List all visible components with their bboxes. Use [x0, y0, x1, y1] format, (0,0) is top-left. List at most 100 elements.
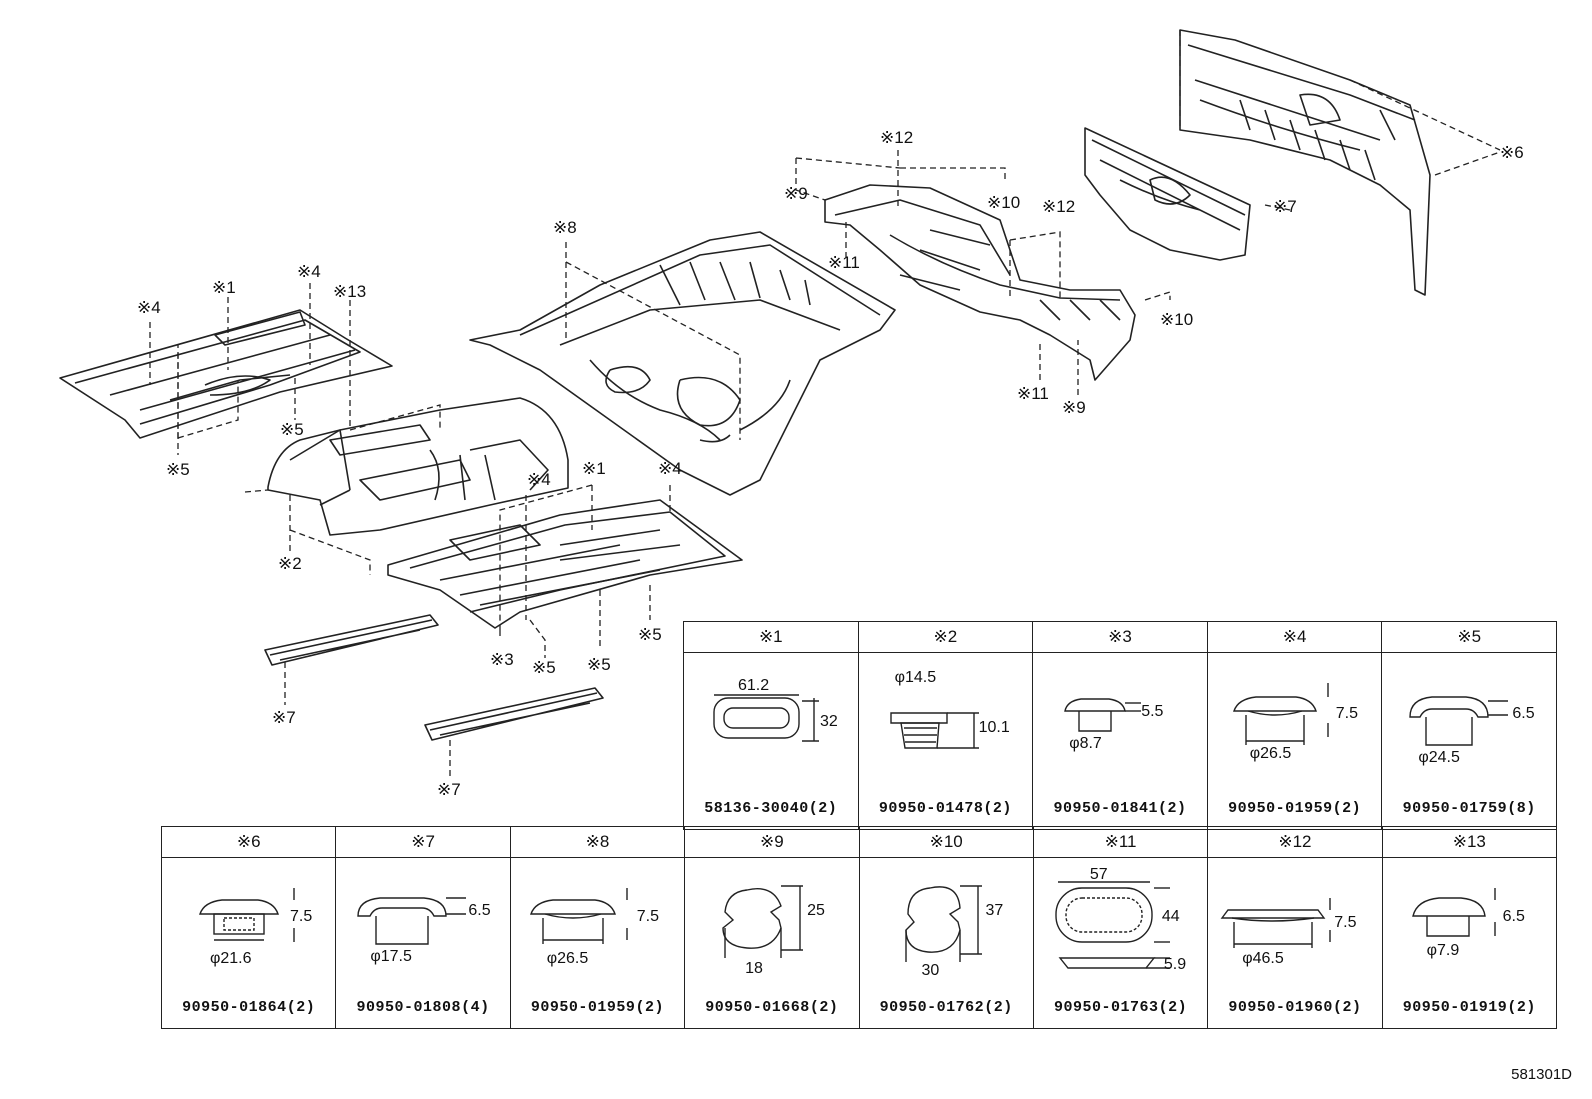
- callout-4: ※4: [527, 470, 551, 489]
- dim-diameter: φ21.6: [210, 950, 252, 967]
- stepped-plug-icon: [889, 712, 979, 749]
- callout-7: ※7: [437, 780, 461, 799]
- dim-width: 61.2: [738, 677, 770, 694]
- dim-diameter: φ46.5: [1242, 950, 1284, 967]
- rear-panel-member: [1084, 127, 1251, 261]
- table-header-row: ※6 ※7 ※8 ※9 ※10 ※11 ※12 ※13: [160, 826, 1558, 858]
- table-header-cell: ※9: [684, 826, 860, 858]
- table-header-cell: ※4: [1206, 621, 1383, 653]
- part-cell-8: 7.5 φ26.5 90950-01959(2): [509, 857, 686, 1029]
- part-number: 90950-01864(2): [182, 999, 316, 1016]
- part-number: 90950-01841(2): [1053, 800, 1187, 817]
- callout-4: ※4: [658, 459, 682, 478]
- dim-height: 7.5: [1335, 705, 1359, 722]
- front-floor-pan-left: [59, 309, 393, 439]
- dim-width: 30: [921, 962, 940, 979]
- table-body-row: 7.5 φ21.6 90950-01864(2) 6.5 φ17.5 90950…: [160, 857, 1558, 1029]
- dim-diameter: φ14.5: [894, 669, 937, 686]
- rocker-sill-front: [264, 614, 439, 666]
- part-number: 90950-01959(2): [530, 999, 664, 1016]
- table-body-row: 61.2 32 58136-30040(2) φ14.5 10.1 90950-…: [683, 652, 1557, 830]
- dim-diameter: φ24.5: [1418, 749, 1460, 766]
- callout-10: ※10: [1160, 310, 1194, 329]
- rear-crossmember: [824, 184, 1136, 381]
- callout-10: ※10: [987, 193, 1021, 212]
- dim-height: 6.5: [1502, 908, 1525, 925]
- callout-5: ※5: [280, 420, 304, 439]
- part-cell-2: φ14.5 10.1 90950-01478(2): [857, 652, 1034, 830]
- dim-height: 7.5: [290, 908, 313, 925]
- callout-12: ※12: [1042, 197, 1076, 216]
- deep-cap-plug-icon: [1409, 696, 1509, 746]
- table-header-cell: ※10: [858, 826, 1034, 858]
- rear-floor-pan: [469, 231, 896, 496]
- table-header-cell: ※7: [335, 826, 511, 858]
- callout-5: ※5: [587, 655, 611, 674]
- part-cell-13: 6.5 φ7.9 90950-01919(2): [1381, 857, 1558, 1029]
- dim-diameter: φ26.5: [546, 950, 589, 967]
- notched-plug-icon: [904, 885, 982, 962]
- callout-9: ※9: [784, 184, 808, 203]
- dim-diameter: φ26.5: [1249, 745, 1292, 762]
- callout-9: ※9: [1062, 398, 1086, 417]
- part-number: 90950-01763(2): [1054, 999, 1188, 1016]
- deep-cap-plug-icon: [357, 897, 467, 945]
- table-header-cell: ※13: [1381, 826, 1558, 858]
- callout-5: ※5: [638, 625, 662, 644]
- table-header-cell: ※8: [509, 826, 686, 858]
- center-tunnel: [267, 397, 569, 536]
- dim-diameter: φ7.9: [1426, 942, 1460, 959]
- flat-plug-icon: [1220, 898, 1331, 948]
- table-header-cell: ※1: [683, 621, 859, 653]
- cap-plug-icon: [199, 888, 295, 942]
- part-number: 90950-01960(2): [1228, 999, 1362, 1016]
- dim-height: 6.5: [1512, 705, 1535, 722]
- wide-cap-plug-icon: [1232, 683, 1329, 745]
- table-header-row: ※1 ※2 ※3 ※4 ※5: [683, 621, 1557, 653]
- part-cell-3: 5.5 φ8.7 90950-01841(2): [1032, 652, 1208, 830]
- domed-plug-icon: [1411, 888, 1496, 937]
- oval-plug-icon: [1055, 881, 1170, 969]
- callout-3: ※3: [490, 650, 514, 669]
- dim-height: 37: [985, 902, 1004, 919]
- parts-table-top: ※1 ※2 ※3 ※4 ※5 61.2 32 58136-30040(2): [683, 621, 1557, 830]
- dim-height: 5.5: [1141, 703, 1164, 720]
- table-header-cell: ※3: [1032, 621, 1208, 653]
- part-cell-6: 7.5 φ21.6 90950-01864(2): [160, 857, 337, 1029]
- oval-plug-icon: [713, 694, 819, 742]
- callout-6: ※6: [1500, 143, 1524, 162]
- part-cell-5: 6.5 φ24.5 90950-01759(8): [1381, 652, 1557, 830]
- dim-height: 7.5: [1334, 914, 1357, 931]
- dim-thickness: 5.9: [1163, 956, 1187, 973]
- callout-11: ※11: [828, 253, 860, 272]
- part-number: 90950-01478(2): [878, 800, 1012, 817]
- callout-4: ※4: [137, 298, 161, 317]
- dim-height: 7.5: [636, 908, 659, 925]
- dim-diameter: φ17.5: [370, 948, 412, 965]
- part-number: 90950-01808(4): [356, 999, 490, 1016]
- part-cell-12: 7.5 φ46.5 90950-01960(2): [1207, 857, 1383, 1029]
- notched-plug-icon: [722, 885, 804, 958]
- part-cell-9: 25 18 90950-01668(2): [684, 857, 860, 1029]
- part-cell-1: 61.2 32 58136-30040(2): [683, 652, 859, 830]
- part-number: 90950-01668(2): [705, 999, 839, 1016]
- dim-height: 32: [820, 713, 838, 730]
- callout-5: ※5: [166, 460, 190, 479]
- table-header-cell: ※6: [160, 826, 337, 858]
- callout-4: ※4: [297, 262, 321, 281]
- part-number: 90950-01759(8): [1402, 800, 1536, 817]
- callout-1: ※1: [212, 278, 236, 297]
- part-number: 90950-01919(2): [1402, 999, 1536, 1016]
- diagram-reference-code: 581301D: [1511, 1066, 1572, 1083]
- part-cell-11: 57 44 5.9 90950-01763(2): [1032, 857, 1209, 1029]
- callout-2: ※2: [278, 554, 302, 573]
- dim-diameter: φ8.7: [1069, 735, 1102, 752]
- dim-height: 44: [1161, 908, 1180, 925]
- table-header-cell: ※11: [1032, 826, 1209, 858]
- part-number: 58136-30040(2): [704, 800, 838, 817]
- dim-height: 10.1: [978, 719, 1010, 736]
- parts-table-bottom: ※6 ※7 ※8 ※9 ※10 ※11 ※12 ※13 7.5 φ21.6 90…: [160, 826, 1558, 1029]
- dim-height: 6.5: [468, 902, 491, 919]
- dim-width: 57: [1089, 866, 1108, 883]
